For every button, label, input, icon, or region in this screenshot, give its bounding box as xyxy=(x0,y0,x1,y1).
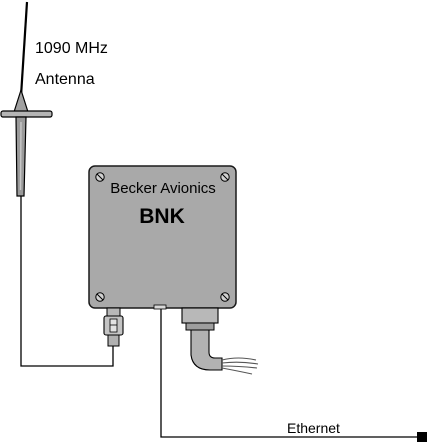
antenna-icon xyxy=(0,1,53,197)
power-connector-icon xyxy=(181,307,223,371)
device-model-label: BNK xyxy=(139,205,185,228)
screw-icon xyxy=(220,292,230,302)
antenna-type-label: Antenna xyxy=(35,71,95,88)
ethernet-cable xyxy=(160,309,418,438)
antenna-cable xyxy=(20,196,114,367)
screw-icon xyxy=(220,172,230,182)
screw-icon xyxy=(95,292,105,302)
wire-harness-icon xyxy=(221,357,259,375)
ethernet-terminal xyxy=(417,432,427,442)
rf-connector-icon xyxy=(103,307,124,347)
bnk-device xyxy=(88,165,237,310)
ethernet-label: Ethernet xyxy=(287,420,340,436)
antenna-frequency-label: 1090 MHz xyxy=(35,40,108,57)
screw-icon xyxy=(95,172,105,182)
device-brand-label: Becker Avionics xyxy=(110,180,216,197)
